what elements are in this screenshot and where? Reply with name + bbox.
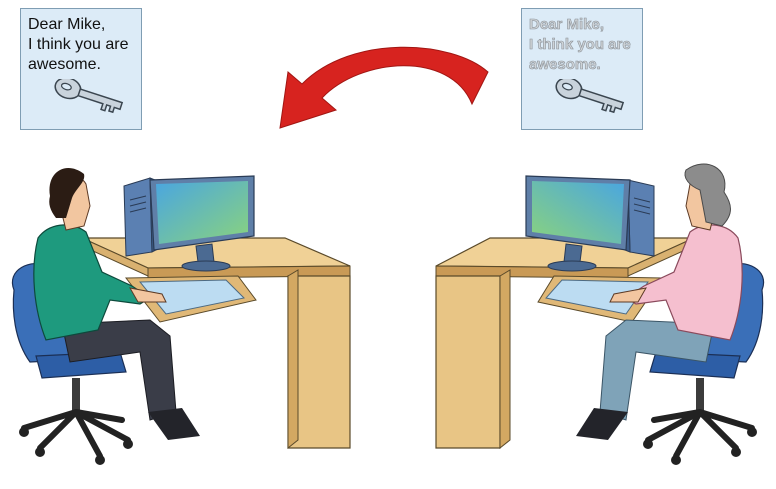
left-workstation — [12, 168, 350, 465]
curved-arrow-icon — [280, 47, 488, 128]
right-workstation — [436, 164, 764, 465]
key-icon — [550, 79, 628, 123]
right-card-line-2: I think you are — [529, 35, 631, 55]
right-card-line-1: Dear Mike, — [529, 15, 604, 35]
right-card-line-3: awesome. — [529, 55, 601, 75]
right-message-card: Dear Mike, I think you are awesome. — [521, 8, 643, 130]
left-card-line-2: I think you are — [28, 35, 129, 55]
left-message-card: Dear Mike, I think you are awesome. — [20, 8, 142, 130]
left-card-line-1: Dear Mike, — [28, 15, 105, 35]
key-icon — [49, 79, 127, 123]
left-card-line-3: awesome. — [28, 55, 101, 75]
